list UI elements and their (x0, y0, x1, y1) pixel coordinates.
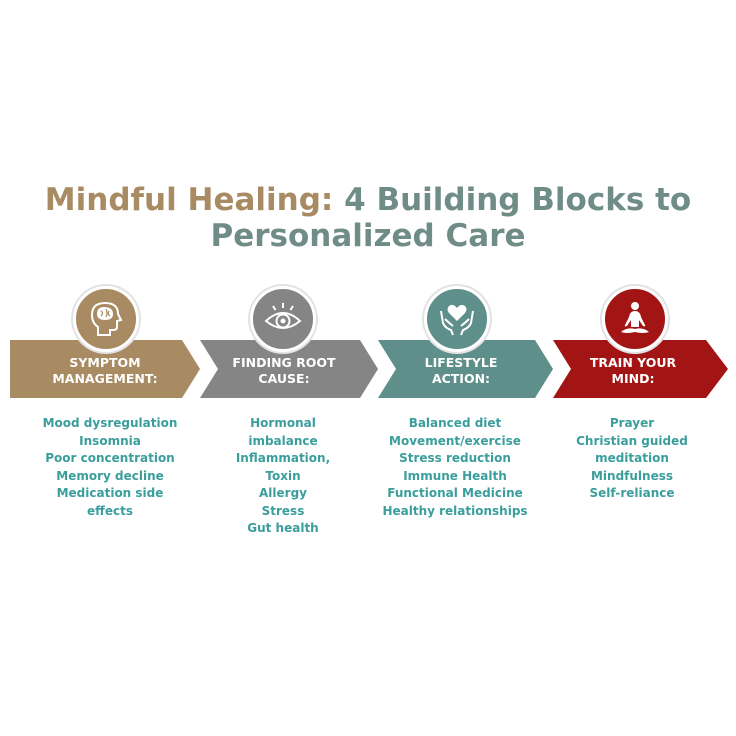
list-item: Insomnia (79, 433, 141, 448)
hands-heart-icon (424, 286, 490, 352)
list-item: Christian guided (576, 433, 688, 448)
list-item: Movement/exercise (389, 433, 521, 448)
list-item: Memory decline (56, 468, 164, 483)
list-item: meditation (595, 451, 669, 465)
list-item: Stress (261, 503, 305, 518)
arrow-train-your-mind (553, 340, 728, 398)
list-item: Mood dysregulation (42, 416, 178, 430)
list-item: Stress reduction (399, 451, 511, 465)
list-item: Toxin (265, 468, 301, 483)
list-item: Mindfulness (590, 468, 674, 483)
arrow-finding-root-cause (200, 340, 378, 398)
list-item: Hormonal (250, 416, 316, 430)
list-item: Poor concentration (45, 451, 175, 465)
list-item: Medication side (56, 486, 164, 500)
list-item: Gut health (247, 521, 319, 535)
list-item: Allergy (259, 486, 307, 500)
list-item: effects (87, 503, 133, 518)
eye-icon (250, 286, 316, 352)
title-accent: Mindful Healing: (44, 182, 334, 218)
list-item: Self-reliance (589, 486, 675, 500)
list-train-your-mind: Prayer Christian guided meditation Mindf… (547, 415, 717, 503)
list-lifestyle-action: Balanced diet Movement/exercise Stress r… (370, 415, 540, 520)
list-item: Inflammation, (235, 451, 331, 465)
arrow-symptom-management (10, 340, 200, 398)
list-item: imbalance (248, 433, 318, 448)
title-line2: Personalized Care (210, 218, 526, 254)
list-symptom-management: Mood dysregulation Insomnia Poor concent… (25, 415, 195, 520)
arrow-lifestyle-action (378, 340, 553, 398)
list-item: Functional Medicine (387, 486, 523, 500)
list-item: Prayer (609, 416, 655, 430)
title-rest: 4 Building Blocks to (344, 182, 692, 218)
meditation-icon (602, 286, 668, 352)
brain-head-icon (73, 286, 139, 352)
list-item: Healthy relationships (382, 503, 528, 518)
list-finding-root-cause: Hormonal imbalance Inflammation, Toxin A… (198, 415, 368, 538)
step-arrows (10, 340, 728, 398)
list-item: Balanced diet (408, 416, 502, 430)
list-item: Immune Health (403, 468, 507, 483)
page-title: Mindful Healing: 4 Building Blocks to Pe… (0, 182, 736, 254)
